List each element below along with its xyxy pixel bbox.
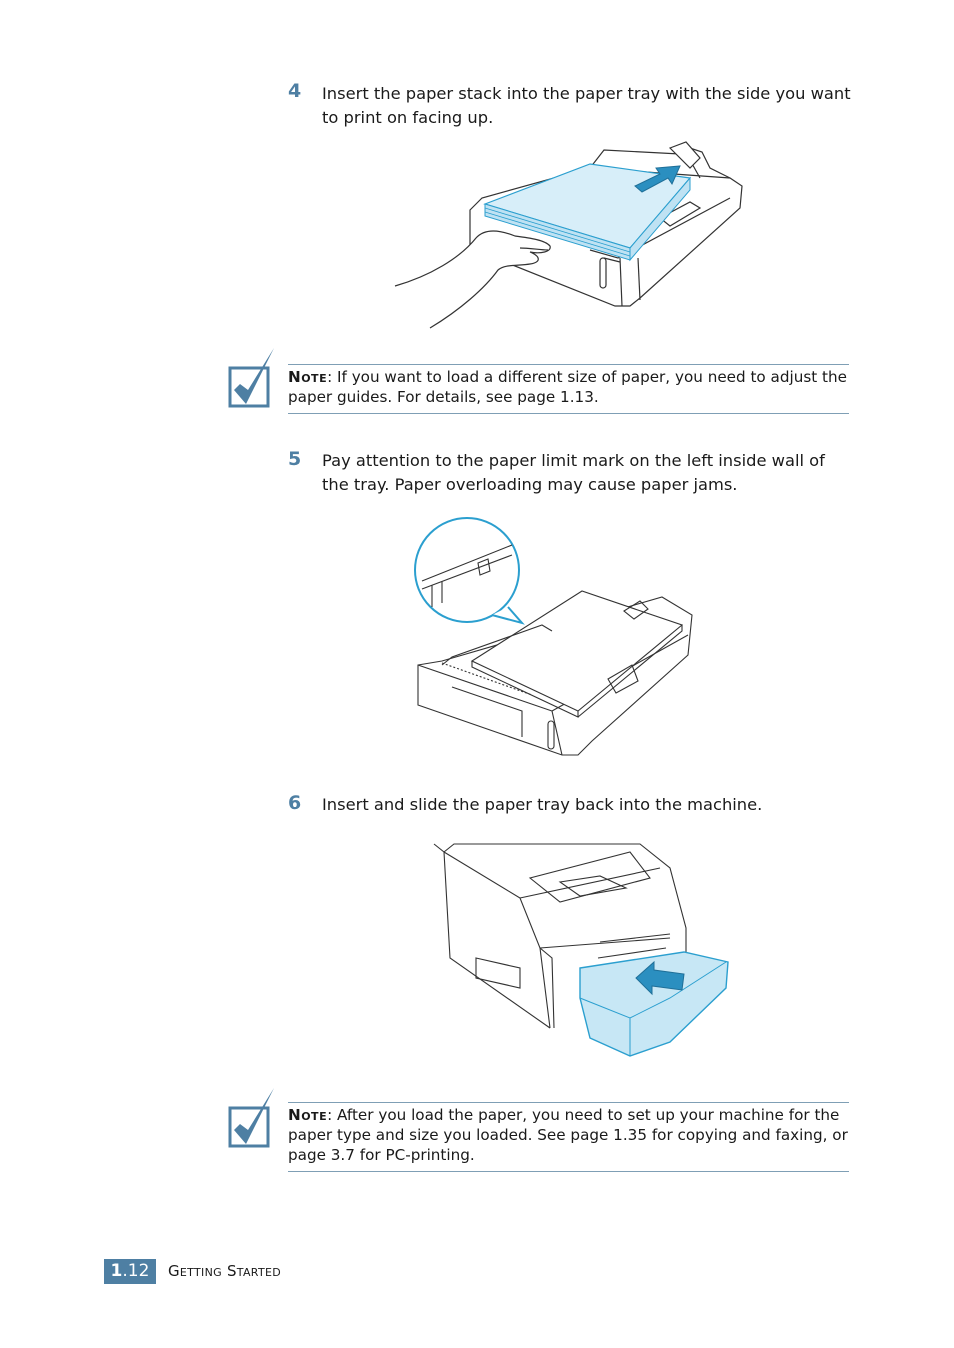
insert-tray-illustration — [433, 843, 729, 1057]
note-label: Note — [288, 368, 328, 386]
checkmark-note-icon — [228, 1088, 274, 1148]
step-number: 5 — [288, 448, 302, 470]
page-number: 1.12 — [104, 1259, 156, 1284]
step-text: Insert and slide the paper tray back int… — [322, 795, 763, 814]
note-text: : After you load the paper, you need to … — [288, 1106, 848, 1164]
note-label: Note — [288, 1106, 328, 1124]
step-text: Insert the paper stack into the paper tr… — [322, 84, 851, 127]
step-text: Pay attention to the paper limit mark on… — [322, 451, 825, 494]
note-box: Note: If you want to load a different si… — [288, 364, 849, 414]
page-suffix: .12 — [122, 1261, 150, 1281]
note-text: : If you want to load a different size o… — [288, 368, 847, 406]
step-number: 4 — [288, 80, 302, 102]
chapter-number: 1 — [110, 1261, 123, 1281]
paper-limit-mark-illustration — [414, 517, 693, 756]
note-box: Note: After you load the paper, you need… — [288, 1102, 849, 1172]
section-title: Getting Started — [168, 1262, 281, 1280]
step-number: 6 — [288, 792, 302, 814]
checkmark-note-icon — [228, 348, 274, 408]
paper-stack-illustration — [394, 141, 743, 329]
